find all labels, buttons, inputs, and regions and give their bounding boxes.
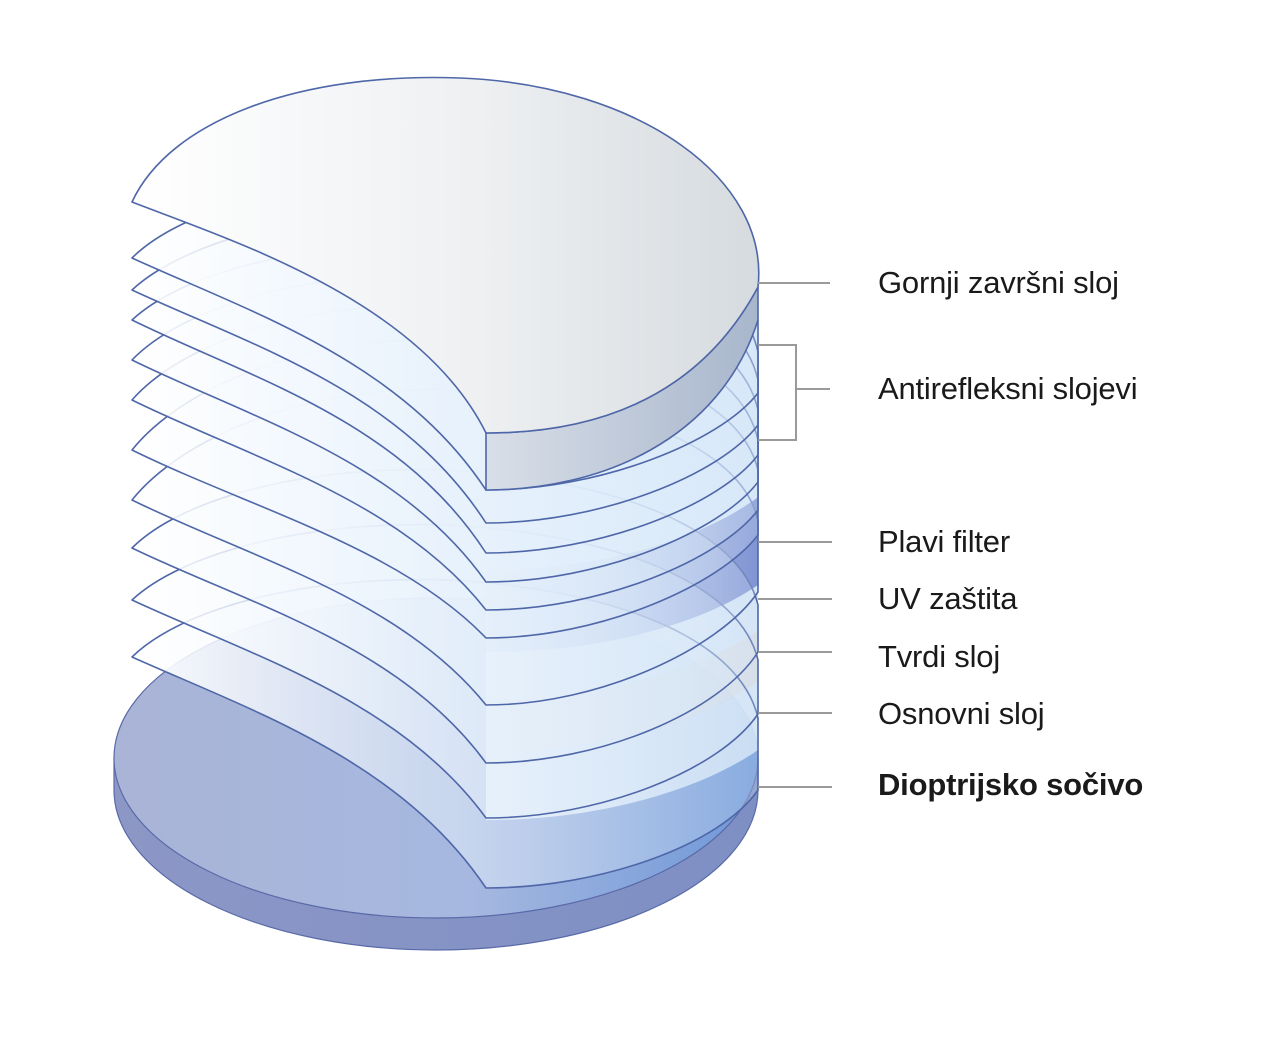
label-uv-protection: UV zaštita xyxy=(878,581,1018,616)
top-coat-face xyxy=(131,76,760,434)
label-hard-coat: Tvrdi sloj xyxy=(878,639,1001,674)
label-base-layer: Osnovni sloj xyxy=(878,696,1045,731)
top-coat xyxy=(131,76,760,491)
label-lens: Dioptrijsko sočivo xyxy=(878,767,1144,802)
bracket-anti-reflective xyxy=(758,344,797,441)
label-anti-reflective: Antirefleksni slojevi xyxy=(878,371,1138,406)
label-blue-filter: Plavi filter xyxy=(878,524,1010,559)
label-top-coat: Gornji završni sloj xyxy=(878,265,1119,300)
leader-lines xyxy=(758,282,832,788)
